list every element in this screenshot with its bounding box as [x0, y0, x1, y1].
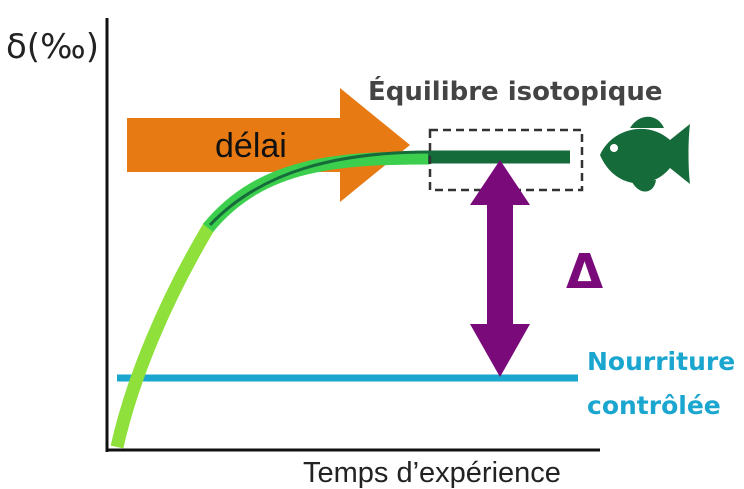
delay-label: délai: [215, 127, 287, 165]
delay-arrow: [127, 88, 410, 202]
x-axis-label: Temps d’expérience: [303, 457, 561, 489]
growth-curve-dark-edge: [208, 150, 431, 227]
delta-label: Δ: [566, 244, 603, 300]
fish-icon: [600, 116, 690, 192]
growth-curve-light: [110, 221, 216, 449]
equilibrium-label: Équilibre isotopique: [368, 75, 663, 107]
food-label-line2: contrôlée: [587, 391, 721, 420]
delta-arrow: [470, 160, 530, 377]
y-axis-label: δ(‰): [6, 27, 99, 67]
food-label-line1: Nourriture: [587, 347, 735, 376]
